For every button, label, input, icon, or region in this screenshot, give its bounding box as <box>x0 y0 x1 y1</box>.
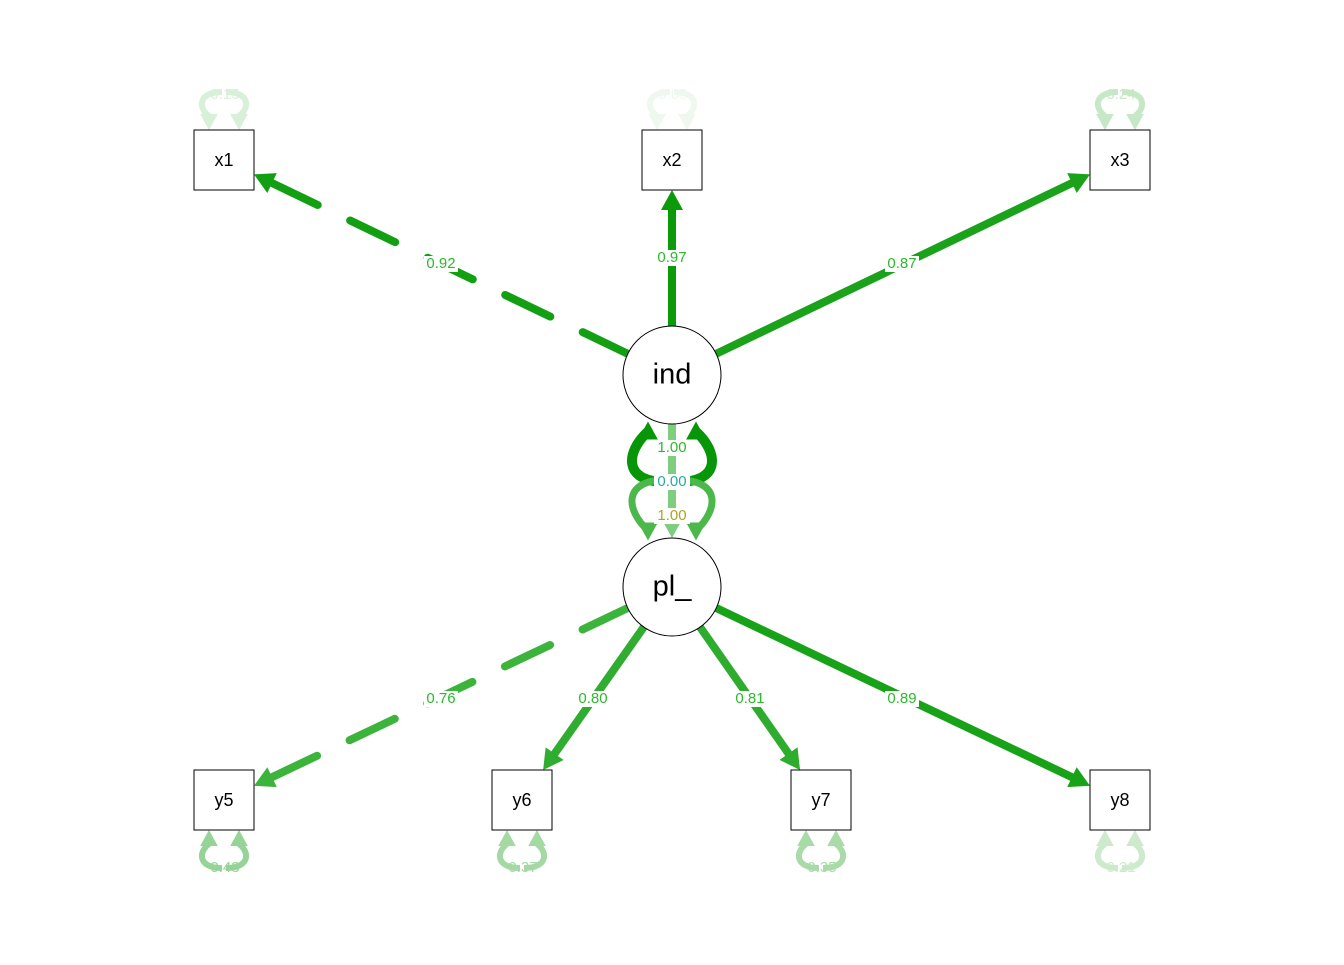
residual-loop-y5 <box>225 841 250 871</box>
residual-loop-x3 <box>1121 89 1146 119</box>
loading-label-x3: 0.87 <box>887 255 916 272</box>
label-background <box>885 256 919 272</box>
arrowhead-icon <box>200 114 218 130</box>
arrowhead-icon <box>678 114 696 130</box>
manifest-label-x3: x3 <box>1110 150 1129 170</box>
label-background <box>576 691 610 707</box>
residual-loop-y7 <box>822 841 847 871</box>
loading-label-y7: 0.81 <box>735 690 764 707</box>
latent-circle-ind <box>622 325 722 425</box>
arrowhead-icon <box>661 190 683 210</box>
arrowhead-icon <box>1067 173 1090 193</box>
residual-loop-y6 <box>496 841 521 871</box>
manifest-box-y6 <box>491 769 553 831</box>
arrowhead-icon <box>686 421 706 440</box>
manifest-label-x2: x2 <box>662 150 681 170</box>
label-background <box>885 691 919 707</box>
manifest-label-y8: y8 <box>1110 790 1129 810</box>
manifest-label-y5: y5 <box>214 790 233 810</box>
latent-label-pl_: pl_ <box>653 571 693 603</box>
latent-circle-pl_ <box>622 537 722 637</box>
manifest-label-y6: y6 <box>512 790 531 810</box>
manifest-box-y5 <box>193 769 255 831</box>
residual-label-x1: 0.15 <box>210 86 239 103</box>
manifest-label-y7: y7 <box>811 790 830 810</box>
residual-label-y8: 0.21 <box>1106 859 1135 876</box>
loading-label-y8: 0.89 <box>887 690 916 707</box>
residual-loop-x3 <box>1094 89 1119 119</box>
arrowhead-icon <box>1096 114 1114 130</box>
label-background <box>655 250 689 266</box>
residual-loop-y5 <box>198 841 223 871</box>
arrowhead-icon <box>254 767 277 788</box>
arrowhead-icon <box>686 522 706 541</box>
arrowhead-icon <box>200 830 218 846</box>
residual-loop-x2 <box>673 89 698 119</box>
residual-loop-x1 <box>198 89 223 119</box>
residual-label-y6: 0.37 <box>508 859 537 876</box>
arrowhead-icon <box>230 830 248 846</box>
manifest-box-y8 <box>1089 769 1151 831</box>
arrowhead-icon <box>254 173 277 193</box>
arrowhead-icon <box>528 830 546 846</box>
manifest-label-x1: x1 <box>214 150 233 170</box>
residual-loop-y8 <box>1094 841 1119 871</box>
variance-label-pl_: 1.00 <box>657 507 686 524</box>
label-background <box>424 256 458 272</box>
residual-loop-y6 <box>523 841 548 871</box>
residual-label-y7: 0.35 <box>807 859 836 876</box>
arrowhead-icon <box>797 830 815 846</box>
residual-label-x3: 0.24 <box>1106 86 1135 103</box>
arrowhead-icon <box>648 114 666 130</box>
loading-label-x2: 0.97 <box>657 249 686 266</box>
arrowhead-icon <box>1067 767 1090 788</box>
arrowhead-icon <box>827 830 845 846</box>
arrowhead-icon <box>543 747 564 770</box>
loading-label-y5: 0.76 <box>426 690 455 707</box>
arrowhead-icon <box>1126 830 1144 846</box>
arrowhead-icon <box>638 522 658 541</box>
arrowhead-icon <box>1126 114 1144 130</box>
arrowhead-icon <box>498 830 516 846</box>
loading-label-x1: 0.92 <box>426 255 455 272</box>
label-background <box>654 440 690 456</box>
variance-label-ind: 1.00 <box>657 439 686 456</box>
arrowhead-icon <box>230 114 248 130</box>
residual-loop-y7 <box>795 841 820 871</box>
latent-label-ind: ind <box>653 359 692 391</box>
residual-label-y5: 0.43 <box>210 859 239 876</box>
manifest-box-x2 <box>641 129 703 191</box>
arrowhead-icon <box>1096 830 1114 846</box>
manifest-box-x1 <box>193 129 255 191</box>
residual-loop-y8 <box>1121 841 1146 871</box>
manifest-box-x3 <box>1089 129 1151 191</box>
loading-label-y6: 0.80 <box>578 690 607 707</box>
residual-loop-x2 <box>646 89 671 119</box>
label-background <box>654 508 690 524</box>
arrowhead-icon <box>779 747 801 770</box>
regression-label: 0.00 <box>657 473 686 490</box>
arrowhead-icon <box>638 421 658 440</box>
label-background <box>733 691 767 707</box>
manifest-box-y7 <box>790 769 852 831</box>
label-background <box>424 691 458 707</box>
residual-label-x2: 0.05 <box>658 86 687 103</box>
label-background <box>654 474 690 490</box>
residual-loop-x1 <box>225 89 250 119</box>
